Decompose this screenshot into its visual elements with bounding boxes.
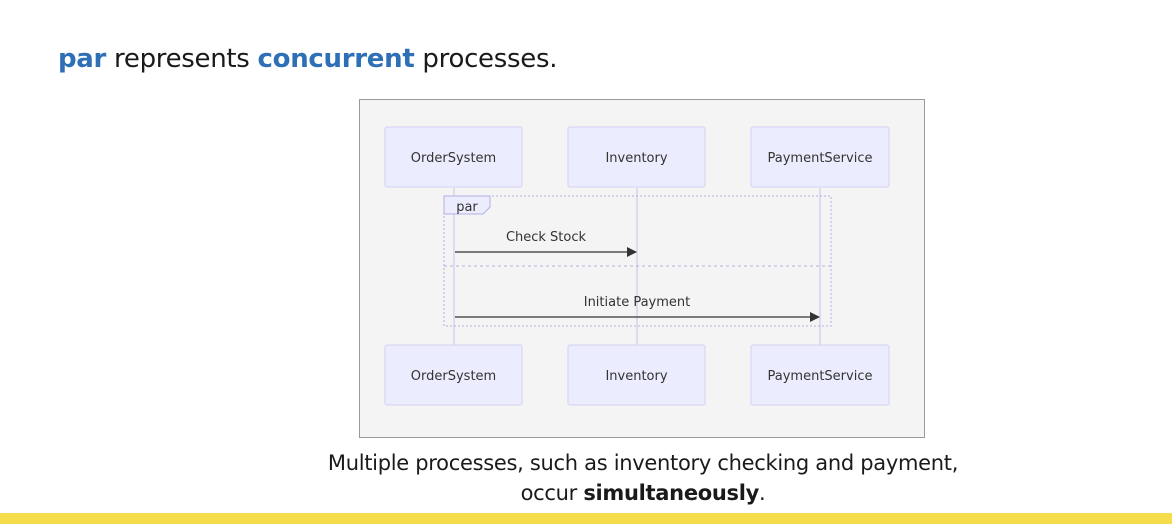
- caption-line-2: occur simultaneously.: [300, 478, 986, 508]
- caption-line-2-pre: occur: [520, 481, 584, 505]
- actor-top-inventory-label: Inventory: [605, 151, 667, 166]
- sequence-diagram: par Check Stock Initiate Payment OrderSy…: [359, 99, 925, 438]
- footer-accent-bar: [0, 513, 1172, 524]
- actor-bottom-inventory: Inventory: [567, 344, 706, 406]
- par-label: par: [456, 200, 478, 215]
- actor-bottom-inventory-label: Inventory: [605, 369, 667, 384]
- caption-line-1: Multiple processes, such as inventory ch…: [327, 451, 959, 475]
- caption-emphasis: simultaneously: [583, 481, 760, 505]
- caption-line-2-post: .: [759, 481, 766, 505]
- actor-top-inventory: Inventory: [567, 126, 706, 188]
- actor-top-ordersystem: OrderSystem: [384, 126, 523, 188]
- headline-text-1: represents: [106, 44, 258, 74]
- message-label-check-stock: Check Stock: [506, 230, 587, 245]
- actor-bottom-paymentservice: PaymentService: [750, 344, 890, 406]
- par-fragment-frame: [443, 195, 832, 327]
- headline-text-2: processes.: [414, 44, 558, 74]
- actor-bottom-paymentservice-label: PaymentService: [768, 369, 873, 384]
- par-label-tab: [443, 195, 491, 215]
- actor-top-paymentservice-label: PaymentService: [768, 151, 873, 166]
- actor-top-ordersystem-label: OrderSystem: [411, 151, 496, 166]
- keyword-par: par: [58, 44, 107, 74]
- message-label-initiate-payment: Initiate Payment: [584, 295, 691, 310]
- sequence-diagram-svg: par Check Stock Initiate Payment OrderSy…: [384, 126, 890, 406]
- keyword-concurrent: concurrent: [257, 44, 415, 74]
- actor-bottom-ordersystem: OrderSystem: [384, 344, 523, 406]
- actor-top-paymentservice: PaymentService: [750, 126, 890, 188]
- headline: par represents concurrent processes.: [58, 44, 557, 74]
- actor-bottom-ordersystem-label: OrderSystem: [411, 369, 496, 384]
- caption: Multiple processes, such as inventory ch…: [300, 448, 986, 508]
